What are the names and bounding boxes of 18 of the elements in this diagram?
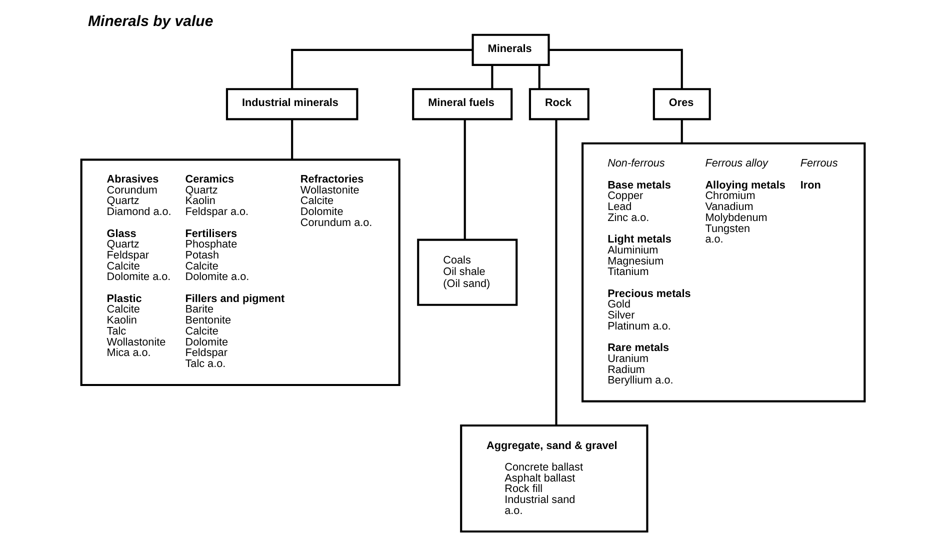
node-box: Abrasives Corundum Quartz Diamond a.o. Glass Quartz Feldspar Calcite Dolomite a.o. Plastic Calcite Kaolin Talc Wollastonite Mica a.o. Ceramics Quartz Kaolin Feldspar a.o. Fertilisers Phosphate Potash Calcite Dolomite a.o. Fillers and pigment Barite Bentonite Calcite Dolomite Feldspar Talc a.o. Refractories Wollastonite Calcite Dolomite Corundum a.o. [80,158,400,386]
node-box: Non-ferrous Base metals Copper Lead Zinc a.o. Light metals Aluminium Magnesium Titanium Precious metals Gold Silver Platinum a.o. Rare metals Uranium Radium Beryllium a.o. Ferrous alloy Alloying metals Chromium Vanadium Molybdenum Tungsten a.o. Ferrous Iron [581,142,866,402]
connector [463,119,466,240]
connector [490,65,493,90]
node-box: Minerals [471,34,550,66]
node-box: Aggregate, sand & gravel Concrete ballast Asphalt ballast Rock fill Industrial sand a.o. [460,424,648,533]
connector [290,119,293,160]
node-box: Mineral fuels [412,88,512,120]
node-box: Industrial minerals [225,88,358,120]
connector [548,48,682,90]
node-box: Ores [652,88,710,120]
connector [554,119,557,426]
connector [538,65,540,90]
diagram-title: Minerals by value [88,13,213,30]
node-box: Coals Oil shale (Oil sand) [416,238,518,306]
node-box: Rock [528,88,589,120]
connector [290,48,472,90]
connector [680,119,682,144]
